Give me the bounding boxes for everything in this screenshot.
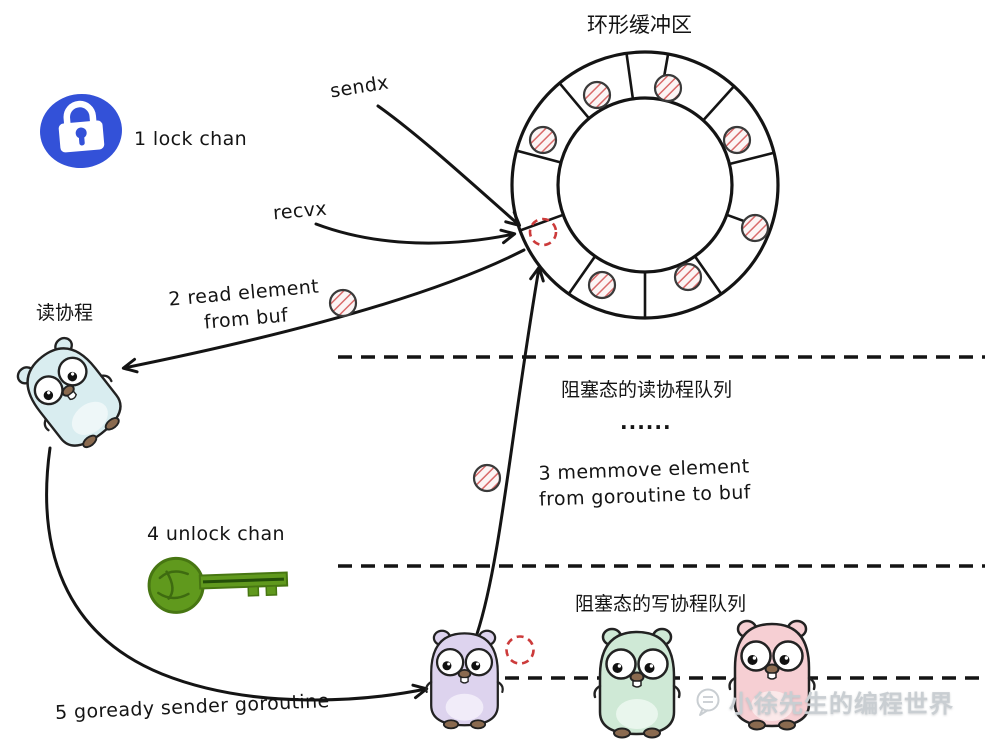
key-icon: [147, 556, 289, 614]
buffer-element: [722, 125, 752, 155]
buffer-element: [740, 213, 770, 243]
watermark: 小徐先生的编程世界: [694, 684, 954, 719]
label-queue-ellipsis: ......: [620, 410, 672, 434]
speech-bubble-icon: [696, 688, 720, 716]
arrow-sendx: [376, 104, 522, 227]
blocked-writer-gopher-green: [593, 627, 681, 739]
lock-icon: [40, 93, 122, 169]
watermark-text: 小徐先生的编程世界: [729, 690, 954, 718]
arrow-memmove: [475, 265, 545, 636]
ring-buffer: [510, 50, 780, 320]
buffer-element: [673, 262, 703, 292]
element-in-transit-write: [472, 463, 502, 493]
buffer-element: [528, 125, 558, 155]
label-step4-unlock-chan: 4 unlock chan: [147, 523, 285, 545]
empty-slot-marker: [528, 217, 558, 247]
label-blocked-write-queue: 阻塞态的写协程队列: [575, 593, 747, 615]
ring-buffer-elements: [528, 73, 770, 300]
buffer-element: [587, 270, 617, 300]
buffer-element: [653, 73, 683, 103]
label-reader-goroutine: 读协程: [36, 302, 94, 324]
label-step3-memmove: 3 memmove element from goroutine to buf: [521, 454, 768, 514]
arrow-recvx: [314, 222, 517, 245]
pending-element-marker: [505, 635, 535, 665]
buffer-element: [582, 80, 612, 110]
diagram-title: 环形缓冲区: [587, 13, 692, 37]
arrow-goready: [45, 446, 429, 702]
label-recvx: recvx: [272, 197, 328, 225]
label-blocked-read-queue: 阻塞态的读协程队列: [561, 379, 733, 401]
label-step1-lock-chan: 1 lock chan: [134, 128, 248, 150]
reader-gopher-blue: [7, 328, 137, 462]
sender-gopher-purple: [425, 629, 504, 730]
element-in-transit-read: [328, 288, 358, 318]
